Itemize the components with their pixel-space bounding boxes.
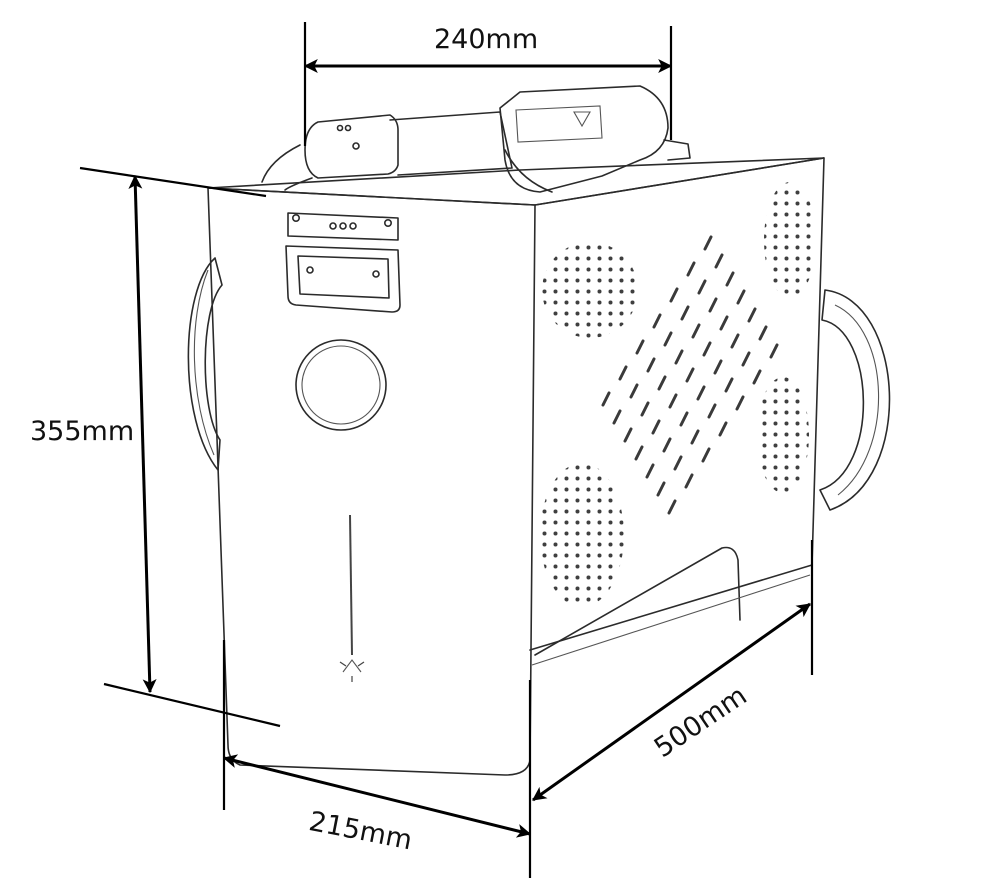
- vent-slot: [601, 391, 611, 407]
- vent-slot: [663, 331, 673, 347]
- vent-slot: [702, 341, 712, 357]
- vent-slot: [634, 445, 644, 461]
- vent-slot: [640, 401, 650, 417]
- vent-slot: [758, 325, 768, 341]
- vent-slot: [696, 385, 706, 401]
- vent-slot: [673, 455, 683, 471]
- vent-slot: [690, 429, 700, 445]
- vent-slot: [680, 305, 690, 321]
- vent-slot: [667, 499, 677, 515]
- vent-slot: [646, 357, 656, 373]
- vent-slot: [656, 481, 666, 497]
- vent-slot: [669, 287, 679, 303]
- vent-slot: [752, 369, 762, 385]
- vent-slot: [747, 307, 757, 323]
- vent-slot: [651, 419, 661, 435]
- width-label: 240mm: [434, 24, 539, 55]
- vent-slot: [769, 343, 779, 359]
- vent-slot: [707, 403, 717, 419]
- height-label: 355mm: [30, 416, 135, 447]
- vent-slot: [718, 421, 728, 437]
- vent-slot: [713, 359, 723, 375]
- vent-slot: [668, 393, 678, 409]
- vent-slot: [645, 463, 655, 479]
- vent-slot: [618, 365, 628, 381]
- vent-slot: [685, 367, 695, 383]
- vent-slot: [697, 279, 707, 295]
- vent-slot: [741, 351, 751, 367]
- laser-warning-icon: [339, 514, 365, 682]
- vent-slot: [714, 253, 724, 269]
- vent-slot: [708, 297, 718, 313]
- vent-slot: [686, 261, 696, 277]
- vent-slot: [724, 377, 734, 393]
- vent-slot: [719, 315, 729, 331]
- round-port: [295, 339, 387, 431]
- vent-slot: [629, 383, 639, 399]
- vent-slot: [623, 427, 633, 443]
- vent-slot: [657, 375, 667, 391]
- vent-slot: [701, 447, 711, 463]
- laser-gun-icon: [261, 85, 691, 193]
- vent-slot: [662, 437, 672, 453]
- dimension-lines: [79, 22, 814, 878]
- vent-slot: [612, 409, 622, 425]
- vent-slot: [703, 235, 713, 251]
- vent-slot: [684, 473, 694, 489]
- vent-slot: [736, 289, 746, 305]
- handle-icon: [285, 212, 401, 313]
- vent-slot: [735, 395, 745, 411]
- vent-slot: [652, 313, 662, 329]
- vent-slot: [635, 339, 645, 355]
- vent-slot: [691, 323, 701, 339]
- vent-slot: [725, 271, 735, 287]
- vent-slot: [730, 333, 740, 349]
- vent-slot: [674, 349, 684, 365]
- vent-grille: [540, 182, 816, 607]
- vent-slot: [679, 411, 689, 427]
